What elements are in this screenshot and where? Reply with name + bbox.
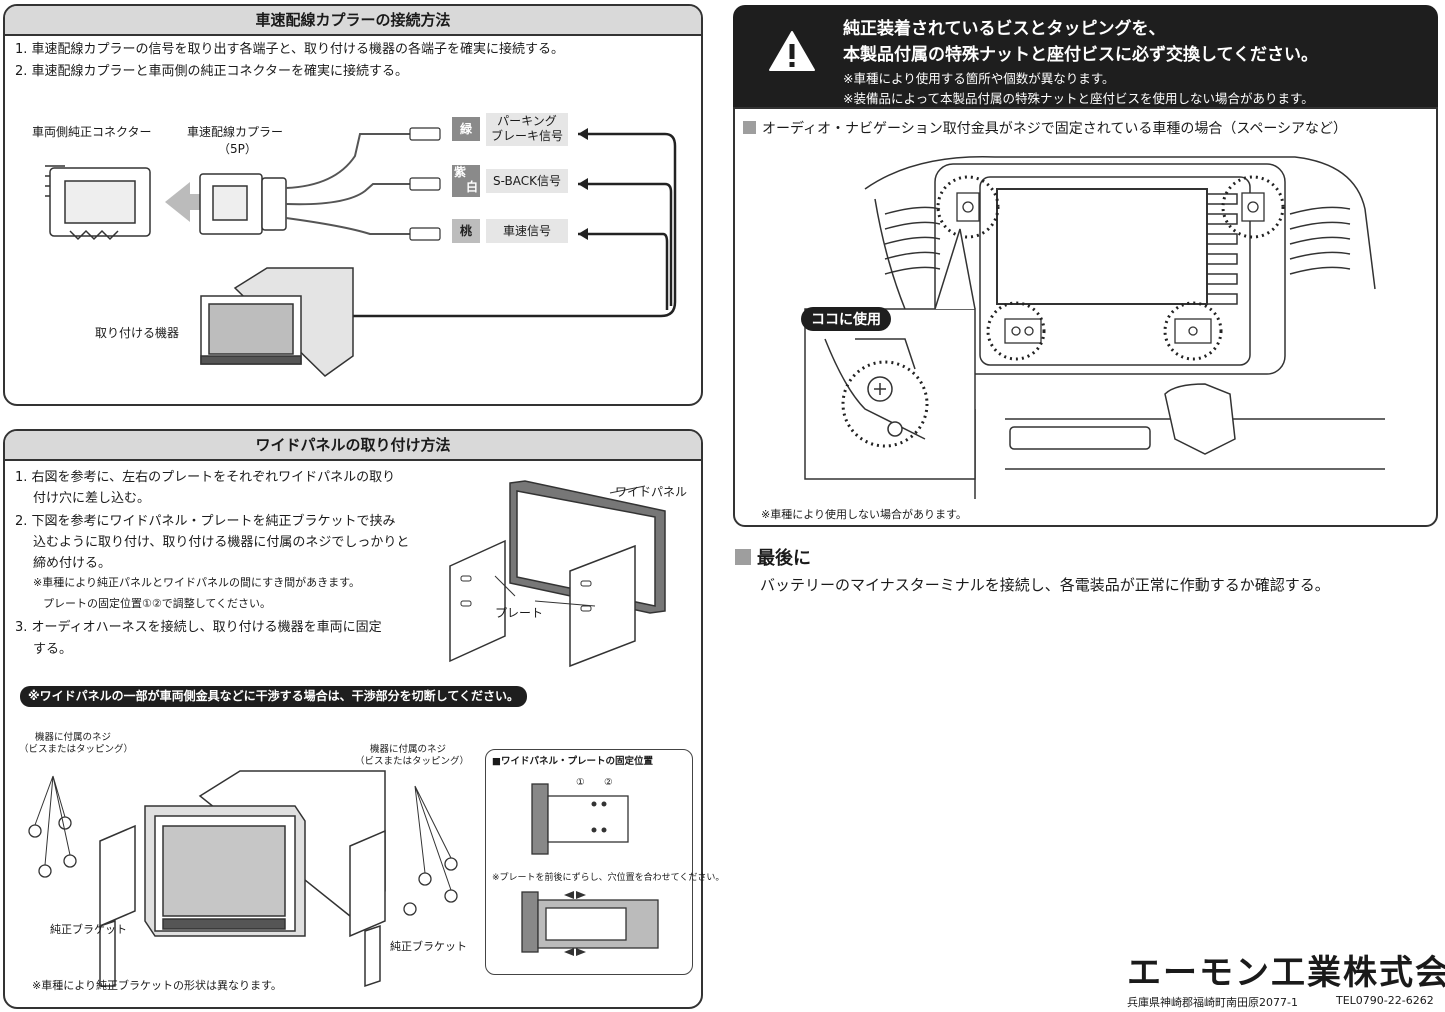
square-bullet-icon: [743, 121, 756, 134]
step-2-line3: 締め付ける。: [33, 556, 112, 571]
finally-title: 最後に: [735, 547, 811, 571]
warning-body-panel: オーディオ・ナビゲーション取付金具がネジで固定されている車種の場合（スペーシアな…: [733, 107, 1438, 527]
warning-line-2: 本製品付属の特殊ナットと座付ビスに必ず交換してください。: [843, 45, 1318, 65]
coupler-connection-panel: 車速配線カプラーの接続方法 1. 車速配線カプラーの信号を取り出す各端子と、取り…: [3, 4, 703, 406]
signal-speed: 車速信号: [486, 219, 568, 243]
mount-screw-icons: [956, 192, 1265, 344]
use-here-callout: ココに使用: [801, 307, 891, 331]
coupler-pins-label: （5P）: [218, 142, 257, 156]
step-3-line1: 3. オーディオハーネスを接続し、取り付ける機器を車両に固定: [15, 620, 382, 635]
company-address: 兵庫県神崎郡福崎町南田原2077-1: [1127, 996, 1298, 1009]
wiring-diagram: [45, 127, 677, 377]
company-tel: TEL0790-22-6262: [1336, 994, 1434, 1007]
screw-label-right-2: （ビスまたはタッピング）: [355, 756, 470, 767]
bracket-label-left: 純正ブラケット: [50, 923, 127, 936]
callout-box: [804, 228, 976, 480]
signal-parking: パーキング ブレーキ信号: [486, 113, 568, 146]
wire-color-white: 白: [465, 180, 478, 194]
note-gap: ※車種により純正パネルとワイドパネルの間にすき間があきます。: [33, 576, 361, 589]
signal-parking-line1: パーキング: [497, 114, 557, 128]
wire-color-green: 緑: [452, 117, 480, 141]
coupler-label: 車速配線カプラー: [187, 125, 284, 139]
signal-s-back: S-BACK信号: [486, 169, 568, 193]
company-name: エーモン工業株式会社: [1127, 953, 1445, 993]
bracket-label-right: 純正ブラケット: [390, 940, 467, 953]
cut-warning-bar: ※ワイドパネルの一部が車両側金具などに干渉する場合は、干渉部分を切断してください…: [20, 686, 527, 707]
wire-color-pink: 桃: [452, 219, 480, 243]
step-2: 2. 車速配線カプラーと車両側の純正コネクターを確実に接続する。: [15, 64, 409, 79]
install-exploded-drawing: [28, 770, 458, 988]
mount-subheading: オーディオ・ナビゲーション取付金具がネジで固定されている車種の場合（スペーシアな…: [743, 119, 1347, 140]
wire-color-purple-white: 紫 白: [452, 165, 480, 197]
screw-label-left-2: （ビスまたはタッピング）: [19, 744, 134, 755]
step-1-line2: 付け穴に差し込む。: [33, 491, 151, 506]
vehicle-connector-icon: [45, 165, 151, 241]
warning-note-1: ※車種により使用する箇所や個数が異なります。: [843, 71, 1115, 86]
warning-triangle-icon: [769, 31, 815, 71]
note-adjust: プレートの固定位置①②で調整してください。: [43, 597, 272, 610]
screw-label-left-1: 機器に付属のネジ: [35, 732, 112, 743]
fix-note: ※プレートを前後にずらし、穴位置を合わせてください。: [492, 873, 725, 883]
fix-position-1: ①: [576, 777, 585, 788]
plate-label: プレート: [495, 606, 544, 620]
warning-note-2: ※装備品によって本製品付属の特殊ナットと座付ビスを使用しない場合があります。: [843, 91, 1314, 106]
step-2-line1: 2. 下図を参考にワイドパネル・プレートを純正ブラケットで挟み: [15, 514, 396, 529]
vehicle-connector-label: 車両側純正コネクター: [32, 125, 152, 139]
head-unit-icon: [200, 267, 354, 377]
warning-header: [733, 5, 1438, 109]
warning-line-1: 純正装着されているビスとタッピングを、: [843, 19, 1166, 39]
bottom-note: ※車種により純正ブラケットの形状は異なります。: [32, 979, 282, 992]
wide-panel-drawing: [449, 480, 666, 668]
fix-position-drawing: [521, 783, 659, 956]
screw-label-right-1: 機器に付属のネジ: [370, 744, 447, 755]
step-2-line2: 込むように取り付け、取り付ける機器に付属のネジでしっかりと: [33, 535, 410, 550]
finally-text: バッテリーのマイナスターミナルを接続し、各電装品が正常に作動するか確認する。: [760, 576, 1330, 594]
section-title: 車速配線カプラーの接続方法: [5, 6, 701, 36]
section-title: ワイドパネルの取り付け方法: [5, 431, 701, 461]
wire-color-purple: 紫: [454, 165, 467, 179]
step-1-line1: 1. 右図を参考に、左右のプレートをそれぞれワイドパネルの取り: [15, 470, 396, 485]
fix-position-box: ■ワイドパネル・プレートの固定位置 ① ② ※プレートを前後にずらし、穴位置を合…: [485, 749, 724, 975]
device-label: 取り付ける機器: [95, 326, 180, 340]
step-1: 1. 車速配線カプラーの信号を取り出す各端子と、取り付ける機器の各端子を確実に接…: [15, 42, 565, 57]
fix-position-2: ②: [604, 777, 613, 788]
dashboard-drawing: [804, 156, 1385, 499]
fix-box-title: ■ワイドパネル・プレートの固定位置: [492, 756, 653, 767]
square-bullet-icon: [735, 549, 751, 565]
terminal-icons: [409, 127, 441, 241]
mount-subheading-text: オーディオ・ナビゲーション取付金具がネジで固定されている車種の場合（スペーシアな…: [762, 121, 1348, 137]
head-unit-front-icon: [144, 805, 306, 937]
step-3-line2: する。: [33, 642, 73, 657]
signal-parking-line2: ブレーキ信号: [490, 129, 563, 143]
wide-panel-label: ワイドパネル: [615, 485, 688, 499]
wide-panel-install-panel: ワイドパネルの取り付け方法 1. 右図を参考に、左右のプレートをそれぞれワイドパ…: [3, 429, 724, 1009]
insert-arrow-icon: [165, 182, 210, 222]
footnote: ※車種により使用しない場合があります。: [761, 508, 967, 521]
finally-title-text: 最後に: [757, 548, 811, 569]
coupler-icon: [199, 173, 287, 235]
